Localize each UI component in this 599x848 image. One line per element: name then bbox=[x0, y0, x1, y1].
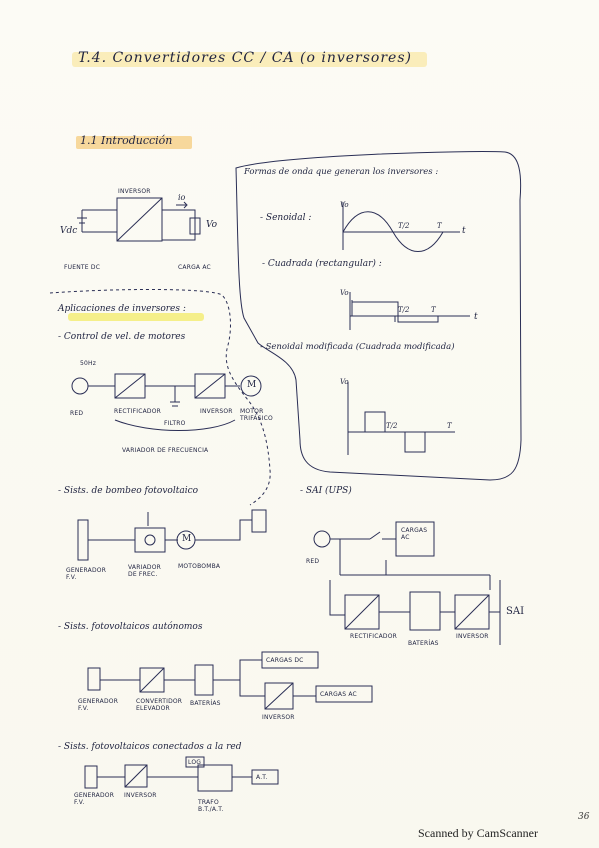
section-heading: 1.1 Introducción bbox=[80, 134, 173, 147]
load-resistor bbox=[189, 217, 201, 235]
square-waveform bbox=[349, 292, 470, 330]
vdc-label: Vdc bbox=[60, 226, 78, 236]
vo-axis-1: Vo bbox=[340, 201, 349, 209]
t-full-2: T bbox=[431, 306, 436, 314]
pumping-diagram bbox=[77, 509, 267, 561]
pumping-title: - Sists. de bombeo fotovoltaico bbox=[58, 486, 199, 496]
motor-label: MOTOR TRIFÁSICO bbox=[240, 408, 273, 422]
motor-rectifier: RECTIFICADOR bbox=[114, 408, 162, 415]
applications-highlight bbox=[68, 313, 204, 321]
motor-inverter: INVERSOR bbox=[200, 408, 233, 415]
autonomous-title: - Sists. fotovoltaicos autónomos bbox=[58, 622, 203, 632]
grid-source bbox=[71, 377, 89, 395]
applications-heading: Aplicaciones de inversores : bbox=[58, 304, 186, 314]
autonomous-batteries: BATERÍAS bbox=[190, 700, 221, 707]
inverter-label: INVERSOR bbox=[118, 188, 151, 195]
page-number: 36 bbox=[578, 812, 590, 822]
ups-batteries: BATERÍAS bbox=[408, 640, 439, 647]
ups-loads: CARGAS AC bbox=[401, 527, 428, 541]
ups-inverter: INVERSOR bbox=[456, 633, 489, 640]
inverter-block bbox=[116, 197, 163, 242]
t-axis-1: t bbox=[462, 226, 466, 236]
vo-label: Vo bbox=[206, 220, 218, 230]
grid-inverter: INVERSOR bbox=[124, 792, 157, 799]
motor-control-diagram bbox=[71, 373, 262, 431]
t-full-3: T bbox=[447, 422, 452, 430]
pumping-vfd: VARIADOR DE FREC. bbox=[128, 564, 161, 578]
motor-red: RED bbox=[70, 410, 84, 417]
motor-filter: FILTRO bbox=[164, 420, 186, 427]
grid-diagram bbox=[84, 756, 279, 792]
t-half-3: T/2 bbox=[386, 422, 398, 430]
title-highlight bbox=[72, 52, 427, 67]
t-full-1: T bbox=[437, 222, 442, 230]
ups-sai: SAI bbox=[506, 606, 525, 617]
t-axis-2: t bbox=[474, 312, 478, 322]
autonomous-converter: CONVERTIDOR ELEVADOR bbox=[136, 698, 183, 712]
vo-axis-3: Vo bbox=[340, 378, 349, 386]
grid-title: - Sists. fotovoltaicos conectados a la r… bbox=[58, 742, 242, 752]
autonomous-loads-ac: CARGAS AC bbox=[320, 691, 357, 698]
page-title: T.4. Convertidores CC / CA (o inversores… bbox=[78, 50, 412, 66]
vfd-label: VARIADOR DE FRECUENCIA bbox=[122, 447, 209, 454]
grid-at: A.T. bbox=[256, 774, 268, 781]
grid-generator: GENERADOR F.V. bbox=[74, 792, 115, 806]
intro-circuit bbox=[77, 197, 201, 242]
ups-rectifier: RECTIFICADOR bbox=[350, 633, 398, 640]
motor-freq: 50Hz bbox=[80, 360, 97, 367]
io-label: io bbox=[178, 193, 186, 202]
source-label: FUENTE DC bbox=[64, 264, 101, 271]
ups-red: RED bbox=[306, 558, 320, 565]
sine-waveform bbox=[342, 202, 460, 252]
scanner-watermark: Scanned by CamScanner bbox=[418, 826, 538, 840]
t-half-1: T/2 bbox=[398, 222, 410, 230]
grid-trafo: TRAFO B.T./A.T. bbox=[198, 799, 224, 813]
waveform-outline bbox=[235, 151, 522, 481]
pumping-m: M bbox=[182, 534, 192, 544]
autonomous-loads-dc: CARGAS DC bbox=[266, 657, 304, 664]
autonomous-generator: GENERADOR F.V. bbox=[78, 698, 119, 712]
ups-diagram bbox=[313, 521, 501, 645]
grid-box: LOG bbox=[188, 759, 202, 766]
square-label: - Cuadrada (rectangular) : bbox=[262, 259, 382, 269]
load-label: CARGA AC bbox=[178, 264, 211, 271]
modified-label: - Senoidal modificada (Cuadrada modifica… bbox=[260, 342, 455, 352]
modified-waveform bbox=[347, 382, 455, 455]
pumping-motopump: MOTOBOMBA bbox=[178, 563, 221, 570]
t-half-2: T/2 bbox=[398, 306, 410, 314]
vfd-brace bbox=[114, 419, 236, 431]
vo-axis-2: Vo bbox=[340, 289, 349, 297]
applications-boundary bbox=[49, 288, 271, 506]
autonomous-diagram bbox=[87, 651, 373, 710]
ups-title: - SAI (UPS) bbox=[300, 486, 352, 496]
motor-control-title: - Control de vel. de motores bbox=[58, 332, 186, 342]
autonomous-inverter: INVERSOR bbox=[262, 714, 295, 721]
waveforms-heading: Formas de onda que generan los inversore… bbox=[244, 167, 439, 177]
pumping-generator: GENERADOR F.V. bbox=[66, 567, 107, 581]
section-highlight bbox=[76, 136, 192, 149]
pv-panel bbox=[77, 519, 89, 561]
motor-m: M bbox=[247, 380, 257, 390]
sine-label: - Senoidal : bbox=[260, 213, 312, 223]
